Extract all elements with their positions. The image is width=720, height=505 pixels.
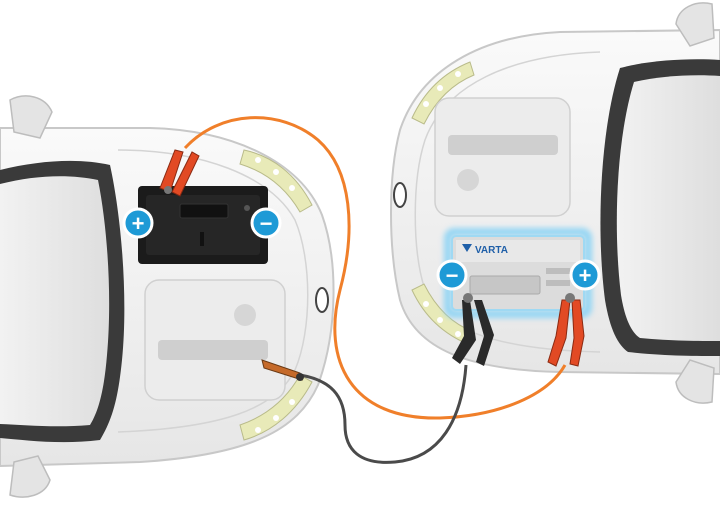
recipient-mirror-bottom <box>675 359 715 404</box>
recipient-negative-clamp <box>452 293 494 366</box>
minus-icon: − <box>260 211 273 236</box>
donor-headlight-top <box>239 149 313 213</box>
recipient-engine-cover <box>434 97 571 217</box>
recipient-negative-badge: − <box>436 259 468 291</box>
recipient-car: VARTA <box>390 2 720 404</box>
donor-mirror-bottom <box>9 455 51 498</box>
negative-jumper-cable <box>299 364 468 464</box>
donor-engine-cover <box>144 279 286 401</box>
donor-battery <box>138 186 268 264</box>
recipient-headlight-bottom <box>411 283 475 346</box>
recipient-positive-badge: + <box>569 259 601 291</box>
plus-icon: + <box>132 211 145 236</box>
recipient-headlight-top <box>411 61 475 125</box>
recipient-mirror-top <box>675 2 715 47</box>
donor-positive-badge: + <box>122 207 154 239</box>
positive-jumper-cable <box>183 116 567 420</box>
donor-emblem <box>315 287 329 313</box>
donor-positive-clamp <box>159 149 200 197</box>
recipient-windshield-glass <box>616 75 720 341</box>
recipient-emblem <box>393 182 407 208</box>
recipient-positive-clamp <box>547 293 585 367</box>
battery-brand-label: VARTA <box>475 245 508 256</box>
donor-ground-clamp <box>261 359 304 381</box>
minus-icon: − <box>446 263 459 288</box>
donor-car-hood-line <box>117 149 309 433</box>
donor-headlight-bottom <box>239 374 313 441</box>
donor-car <box>0 95 335 498</box>
donor-negative-badge: − <box>250 207 282 239</box>
donor-windshield-glass <box>0 176 110 427</box>
donor-mirror-top <box>9 95 53 139</box>
plus-icon: + <box>579 263 592 288</box>
